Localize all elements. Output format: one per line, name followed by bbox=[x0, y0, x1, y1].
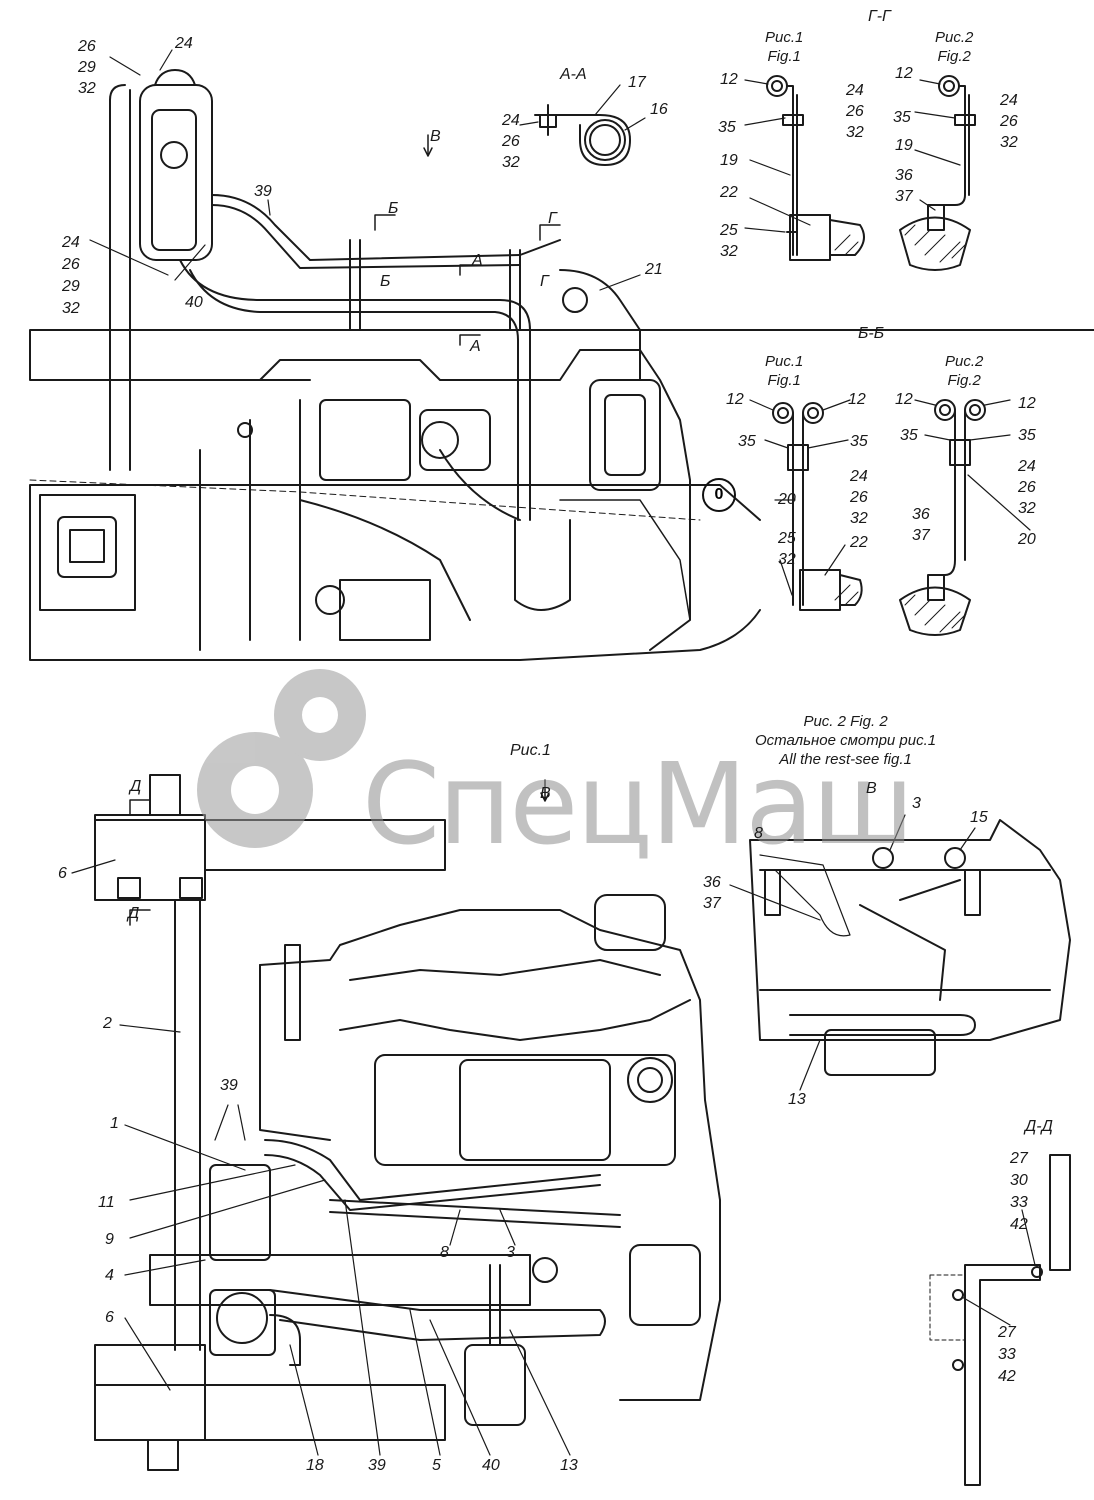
callout: 35 bbox=[850, 433, 868, 450]
callout: 8 bbox=[754, 825, 763, 842]
view-marker-b-fig2: В bbox=[866, 780, 877, 797]
hatching bbox=[834, 224, 967, 633]
callout: 22 bbox=[850, 534, 868, 551]
cut-marker-a2: А bbox=[470, 338, 481, 355]
section-title-dd: Д-Д bbox=[1025, 1118, 1053, 1135]
section-title-gg: Г-Г bbox=[868, 8, 891, 25]
callout: 36 37 bbox=[895, 167, 913, 205]
watermark-text: СпецМаш bbox=[362, 740, 914, 870]
callout: 25 32 bbox=[720, 222, 738, 260]
view-marker-b-bottom: В bbox=[540, 785, 551, 802]
callout: 15 bbox=[970, 809, 988, 826]
callout: 17 bbox=[628, 74, 646, 91]
callout: 24 26 32 bbox=[846, 82, 864, 141]
callout: 24 26 32 bbox=[502, 112, 520, 171]
cut-marker-a: А bbox=[472, 252, 483, 269]
callout: 5 bbox=[432, 1457, 441, 1474]
callout: 40 bbox=[185, 294, 203, 311]
cut-marker-d-top: Д bbox=[130, 778, 142, 795]
fig2-view bbox=[729, 814, 1071, 1091]
fig-title-bb-1: Рис.1 Fig.1 bbox=[765, 353, 804, 389]
section-title-aa: А-А bbox=[560, 66, 587, 83]
ris1-bottom-title: Рис.1 bbox=[510, 742, 551, 759]
cut-marker-b2: Б bbox=[380, 273, 391, 290]
callout: 1 bbox=[110, 1115, 119, 1132]
fig-title-bb-2: Рис.2 Fig.2 bbox=[945, 353, 984, 389]
top-side-view bbox=[29, 49, 1094, 661]
cut-marker-b: Б bbox=[388, 200, 399, 217]
cut-marker-g: Г bbox=[548, 210, 557, 227]
cut-marker-g2: Г bbox=[540, 273, 549, 290]
callout: 13 bbox=[788, 1091, 806, 1108]
callout: 21 bbox=[645, 261, 663, 278]
section-title-bb: Б-Б bbox=[858, 325, 885, 342]
callout: 6 bbox=[58, 865, 67, 882]
view-marker-b-top: В bbox=[430, 128, 441, 145]
bottom-top-view bbox=[71, 774, 721, 1471]
callout: 39 bbox=[368, 1457, 386, 1474]
callout: 35 bbox=[1018, 427, 1036, 444]
position-marker-zero: 0 bbox=[702, 478, 736, 512]
callout: 39 bbox=[254, 183, 272, 200]
callout: 20 bbox=[778, 491, 796, 508]
callout: 35 bbox=[893, 109, 911, 126]
callout: 26 29 32 bbox=[78, 38, 96, 97]
callout: 6 bbox=[105, 1309, 114, 1326]
callout: 24 bbox=[175, 35, 193, 52]
callout: 11 bbox=[98, 1194, 115, 1211]
callout: 12 bbox=[848, 391, 866, 408]
fig-title-gg-2: Рис.2 Fig.2 bbox=[935, 29, 974, 65]
callout: 24 26 32 bbox=[1000, 92, 1018, 151]
section-bb-detail bbox=[749, 399, 1031, 636]
callout: 35 bbox=[718, 119, 736, 136]
callout: 12 bbox=[720, 71, 738, 88]
section-gg-detail bbox=[744, 75, 976, 271]
callout: 40 bbox=[482, 1457, 500, 1474]
callout: 24 26 29 32 bbox=[62, 234, 80, 317]
callout: 24 26 32 bbox=[850, 468, 868, 527]
callout: 19 bbox=[720, 152, 738, 169]
callout: 4 bbox=[105, 1267, 114, 1284]
callout: 24 26 32 bbox=[1018, 458, 1036, 517]
callout: 2 bbox=[103, 1015, 112, 1032]
callout: 3 bbox=[506, 1244, 515, 1261]
section-dd-detail bbox=[929, 1154, 1071, 1486]
callout: 25 32 bbox=[778, 530, 796, 568]
callout: 35 bbox=[738, 433, 756, 450]
callout: 9 bbox=[105, 1231, 114, 1248]
callout: 16 bbox=[650, 101, 668, 118]
callout: 20 bbox=[1018, 531, 1036, 548]
callout: 35 bbox=[900, 427, 918, 444]
fig2-note: Рис. 2 Fig. 2 Остальное смотри рис.1 All… bbox=[755, 713, 937, 768]
callout: 27 33 42 bbox=[998, 1324, 1016, 1385]
fig-title-gg-1: Рис.1 Fig.1 bbox=[765, 29, 804, 65]
callout: 12 bbox=[895, 65, 913, 82]
callout: 12 bbox=[726, 391, 744, 408]
callout: 12 bbox=[1018, 395, 1036, 412]
callout: 19 bbox=[895, 137, 913, 154]
callout: 12 bbox=[895, 391, 913, 408]
callout: 13 bbox=[560, 1457, 578, 1474]
cut-marker-d-bottom: Д bbox=[128, 905, 140, 922]
section-aa-detail bbox=[519, 84, 646, 166]
callout: 8 bbox=[440, 1244, 449, 1261]
callout: 18 bbox=[306, 1457, 324, 1474]
callout: 36 37 bbox=[703, 874, 721, 912]
callout: 27 30 33 42 bbox=[1010, 1150, 1028, 1233]
callout: 22 bbox=[720, 184, 738, 201]
callout: 39 bbox=[220, 1077, 238, 1094]
callout: 3 bbox=[912, 795, 921, 812]
watermark-gear-logo bbox=[197, 669, 366, 848]
callout: 36 37 bbox=[912, 506, 930, 544]
